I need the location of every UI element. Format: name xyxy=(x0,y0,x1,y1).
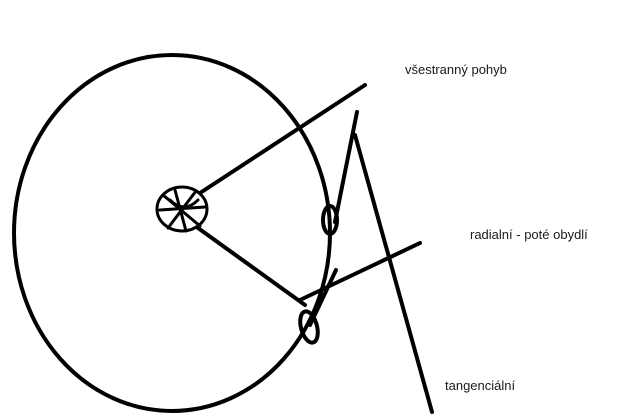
lower-ray-line xyxy=(196,226,307,307)
upper-branch-line xyxy=(333,110,359,224)
label-tangential: tangenciální xyxy=(445,378,516,393)
upper-small-loop xyxy=(321,204,339,236)
upper-ray-line xyxy=(198,83,367,195)
lower-branch-line xyxy=(298,241,422,302)
outer-ellipse xyxy=(12,53,332,413)
center-scribble xyxy=(155,185,209,233)
label-radial: radialní - poté obydlí xyxy=(470,227,588,242)
label-omnidirectional-movement: všestranný pohyb xyxy=(405,62,507,77)
lower-small-loop xyxy=(298,309,320,345)
tangential-line xyxy=(353,133,434,414)
